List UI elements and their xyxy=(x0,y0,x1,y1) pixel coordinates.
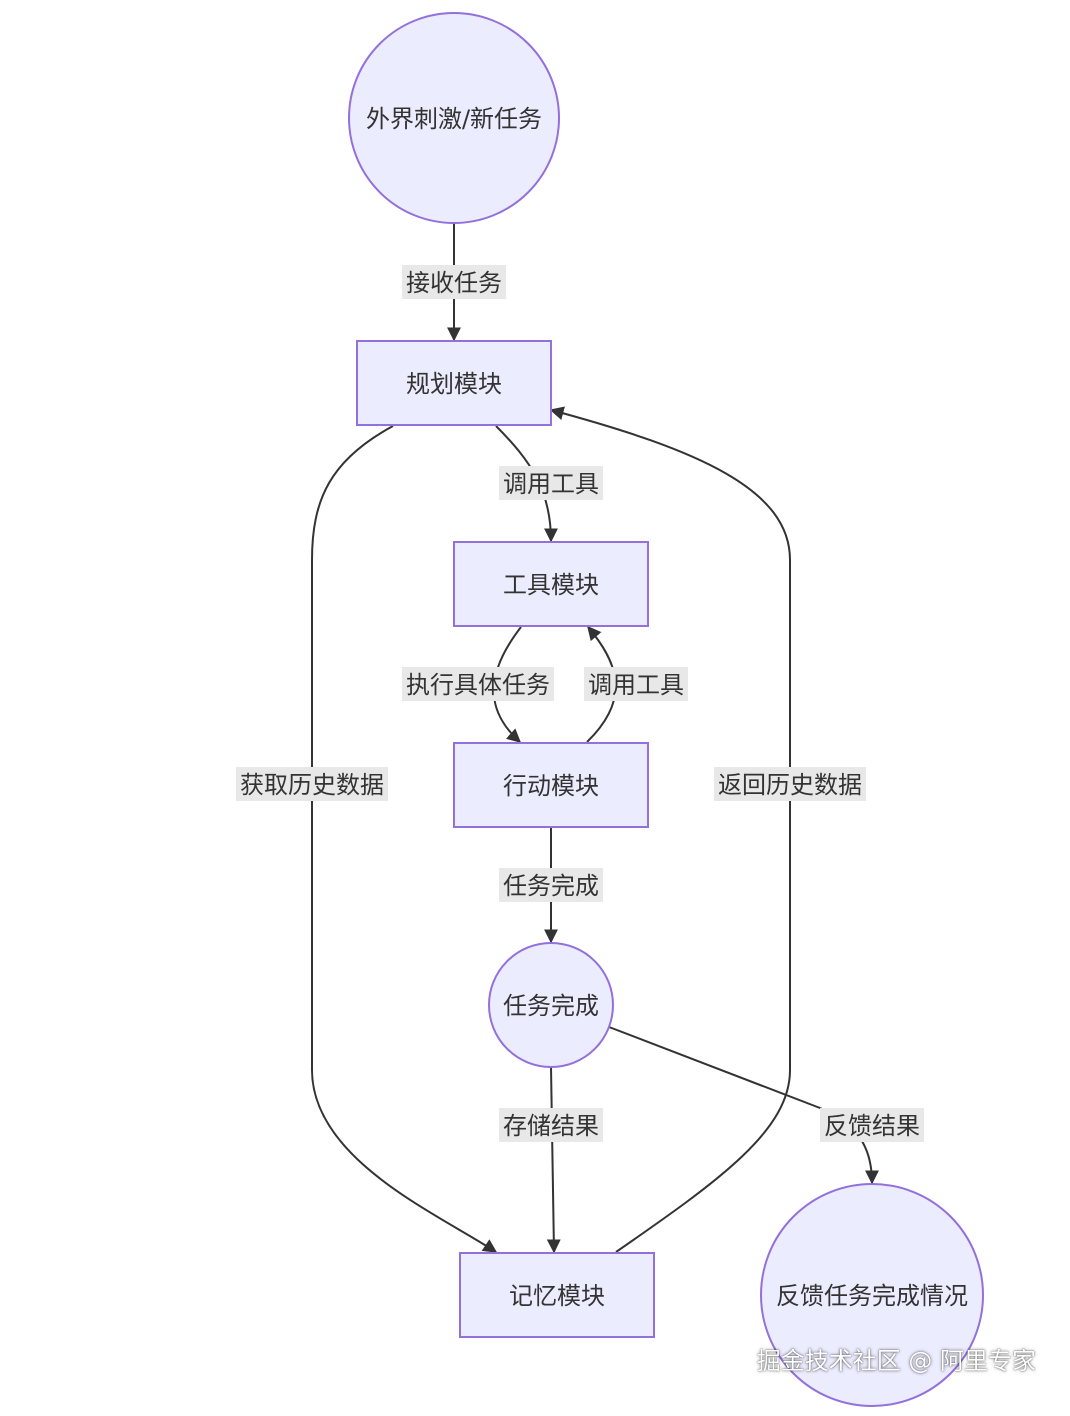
node-planning xyxy=(356,340,552,426)
edge-memory-planning xyxy=(549,406,791,1253)
node-stimulus xyxy=(348,12,560,224)
node-feedback-label: 反馈任务完成情况 xyxy=(776,1282,968,1310)
edge-label-bg xyxy=(402,265,506,299)
node-feedback xyxy=(760,1183,984,1407)
node-tool xyxy=(453,541,649,627)
edge-label-store-result: 存储结果 xyxy=(503,1112,599,1140)
watermark: 掘金技术社区 @ 阿里专家 xyxy=(756,1347,1036,1375)
node-action xyxy=(453,742,649,828)
edge-label-task-complete: 任务完成 xyxy=(503,872,599,900)
edge-label-get-history: 获取历史数据 xyxy=(240,771,384,799)
node-action-label: 行动模块 xyxy=(503,772,599,800)
node-task-done-label: 任务完成 xyxy=(503,992,599,1020)
edge-label-bg xyxy=(820,1108,924,1142)
edge-label-receive-task: 接收任务 xyxy=(406,269,502,297)
edge-label-return-history: 返回历史数据 xyxy=(718,771,862,799)
edge-label-call-tool-1: 调用工具 xyxy=(503,470,599,498)
edge-label-bg xyxy=(714,767,866,801)
node-stimulus-label: 外界刺激/新任务 xyxy=(366,105,542,133)
edge-label-feedback-result: 反馈结果 xyxy=(824,1112,920,1140)
edge-label-bg xyxy=(402,667,554,701)
edge-label-call-tool-2: 调用工具 xyxy=(588,671,684,699)
edge-planning-memory xyxy=(311,425,498,1253)
node-task-done xyxy=(488,942,614,1068)
edge-label-bg xyxy=(499,868,603,902)
edge-label-bg xyxy=(584,667,688,701)
edge-label-execute-task: 执行具体任务 xyxy=(406,671,550,699)
node-memory xyxy=(459,1252,655,1338)
edge-taskdone-feedback xyxy=(608,1026,879,1185)
edge-taskdone-memory xyxy=(546,1066,561,1254)
edge-label-bg xyxy=(499,1108,603,1142)
node-planning-label: 规划模块 xyxy=(406,370,502,398)
edge-label-bg xyxy=(499,466,603,500)
node-tool-label: 工具模块 xyxy=(503,571,599,599)
edge-label-bg xyxy=(236,767,388,801)
node-memory-label: 记忆模块 xyxy=(509,1282,605,1310)
